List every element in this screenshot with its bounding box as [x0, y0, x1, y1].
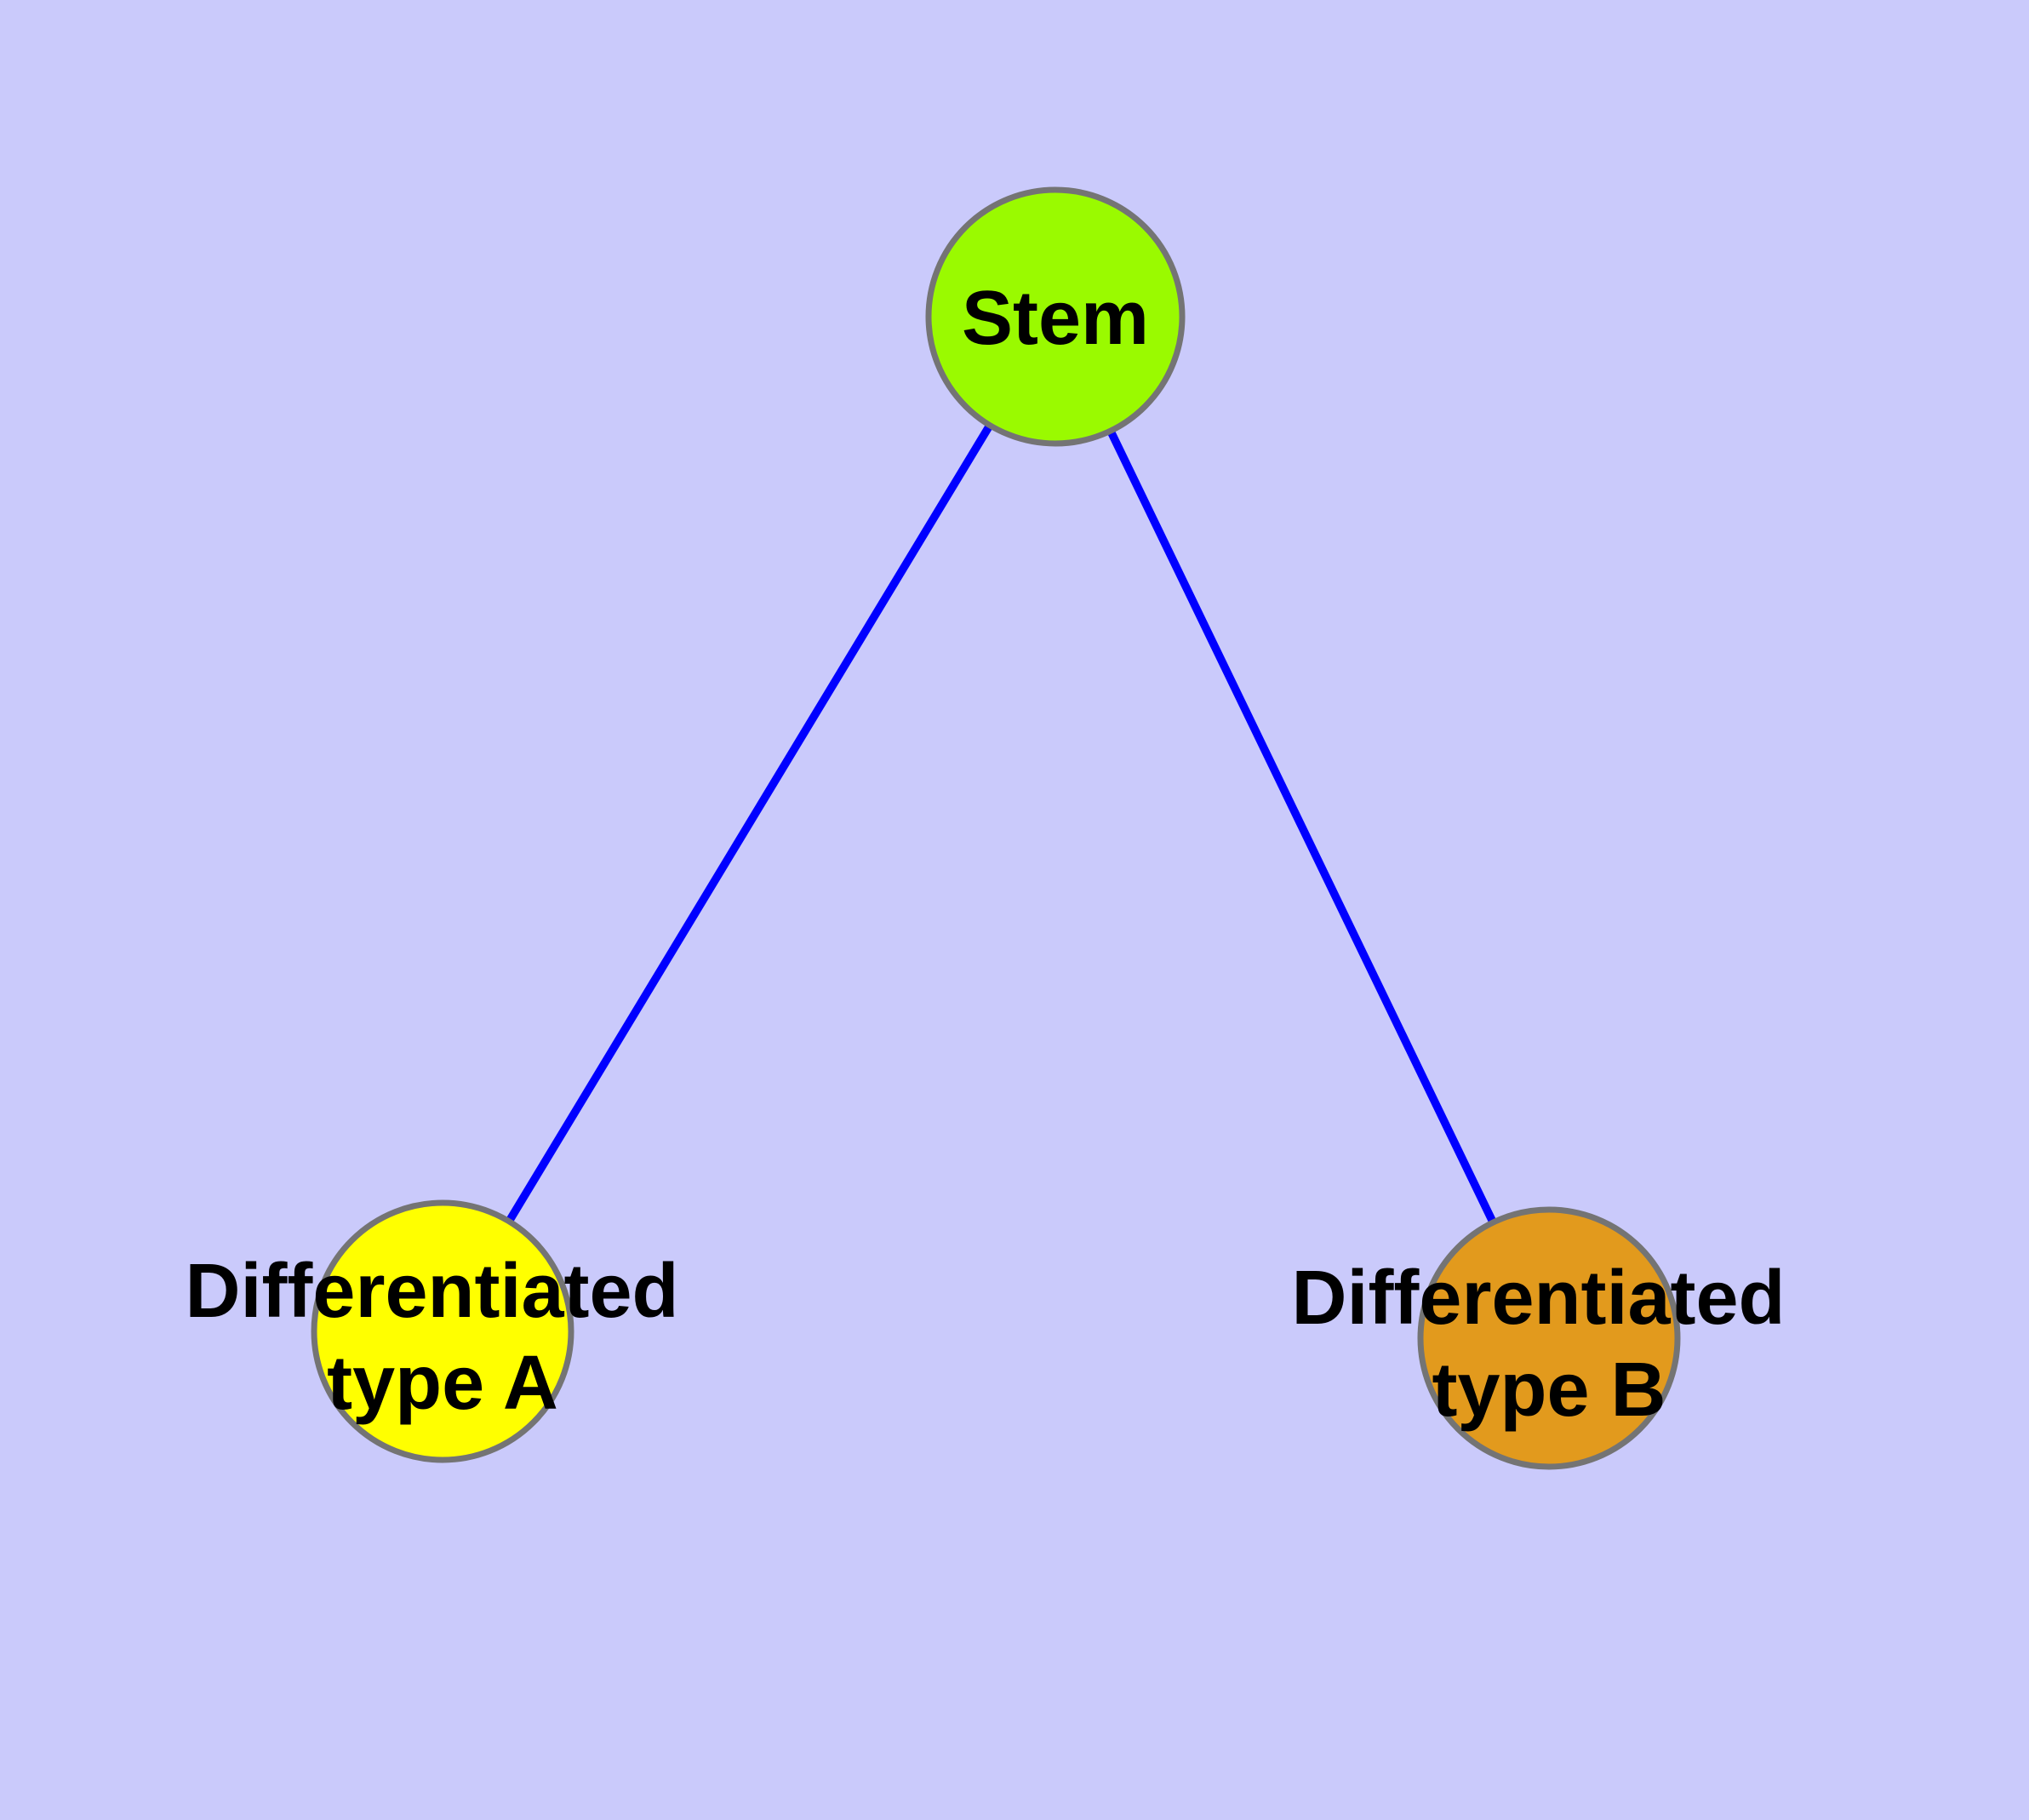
node-type-a-label-line1: Differentiated [185, 1249, 678, 1334]
edge-stem-to-type-a [438, 314, 1060, 1334]
node-stem-circle [925, 186, 1186, 447]
node-type-b-circle [1417, 1206, 1681, 1470]
node-type-b-label-line1: Differentiated [1291, 1256, 1785, 1341]
node-stem-label: Stem [962, 276, 1149, 361]
node-type-a-circle [311, 1199, 574, 1463]
node-type-a-label-line2: type A [327, 1341, 558, 1426]
node-type-b-label-line2: type B [1432, 1348, 1666, 1433]
edge-stem-to-type-b [1051, 314, 1553, 1341]
node-type-b-label: Differentiated type B [1291, 1256, 1806, 1433]
node-type-a-label: Differentiated type A [185, 1249, 700, 1426]
